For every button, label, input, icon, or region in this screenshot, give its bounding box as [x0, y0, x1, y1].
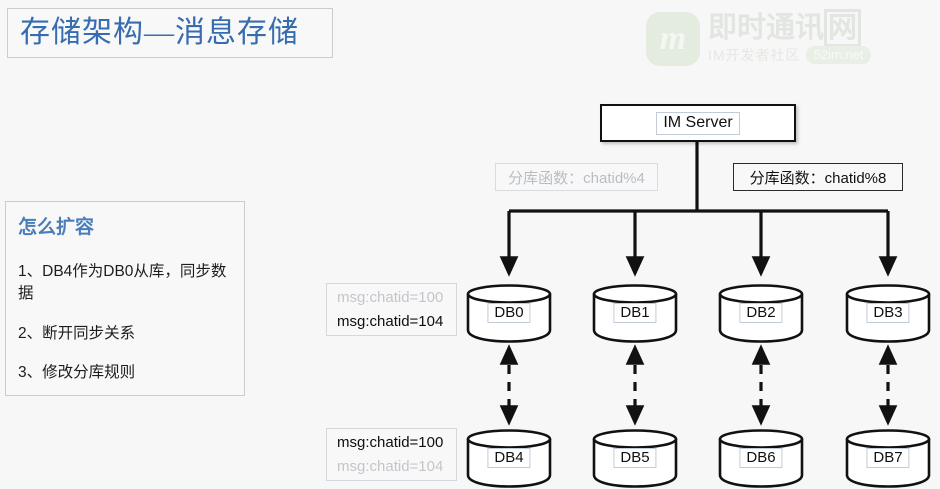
msg-label-top-line2: msg:chatid=104 [337, 312, 444, 330]
database-node-db1[interactable]: DB1 [591, 281, 679, 343]
database-node-db7[interactable]: DB7 [844, 426, 932, 488]
database-node-db4[interactable]: DB4 [465, 426, 553, 488]
im-server-label: IM Server [656, 111, 740, 135]
database-node-db4-label: DB4 [487, 448, 531, 469]
shard-function-chip-mod4: 分库函数：chatid%4 [495, 163, 658, 191]
database-node-db5-label: DB5 [613, 448, 657, 469]
database-node-db5[interactable]: DB5 [591, 426, 679, 488]
database-node-db2[interactable]: DB2 [717, 281, 805, 343]
page-title-box: 存储架构—消息存储 [7, 8, 333, 58]
database-node-db6-label: DB6 [739, 448, 783, 469]
database-node-db2-label: DB2 [739, 303, 783, 324]
expansion-note-box: 怎么扩容 1、DB4作为DB0从库，同步数据 2、断开同步关系 3、修改分库规则 [5, 201, 245, 396]
msg-label-bottom-line1: msg:chatid=100 [337, 434, 444, 452]
expansion-note-item-1: 1、DB4作为DB0从库，同步数据 [18, 263, 227, 303]
database-node-db1-label: DB1 [613, 303, 657, 324]
msg-label-top-line1: msg:chatid=100 [337, 289, 444, 307]
page-title: 存储架构—消息存储 [20, 16, 299, 49]
im-server-node[interactable]: IM Server [600, 104, 796, 142]
msg-label-bottom-line2: msg:chatid=104 [337, 457, 444, 475]
expansion-note-item-2: 2、断开同步关系 [18, 324, 136, 342]
database-node-db7-label: DB7 [866, 448, 910, 469]
database-node-db3[interactable]: DB3 [844, 281, 932, 343]
expansion-note-item-3: 3、修改分库规则 [18, 364, 136, 382]
expansion-note-heading: 怎么扩容 [18, 217, 95, 238]
database-node-db0[interactable]: DB0 [465, 281, 553, 343]
msg-label-top: msg:chatid=100 msg:chatid=104 [326, 283, 457, 336]
database-node-db0-label: DB0 [487, 303, 531, 324]
database-node-db3-label: DB3 [866, 303, 910, 324]
shard-function-chip-mod8: 分库函数：chatid%8 [733, 163, 903, 191]
database-node-db6[interactable]: DB6 [717, 426, 805, 488]
msg-label-bottom: msg:chatid=100 msg:chatid=104 [326, 428, 457, 481]
